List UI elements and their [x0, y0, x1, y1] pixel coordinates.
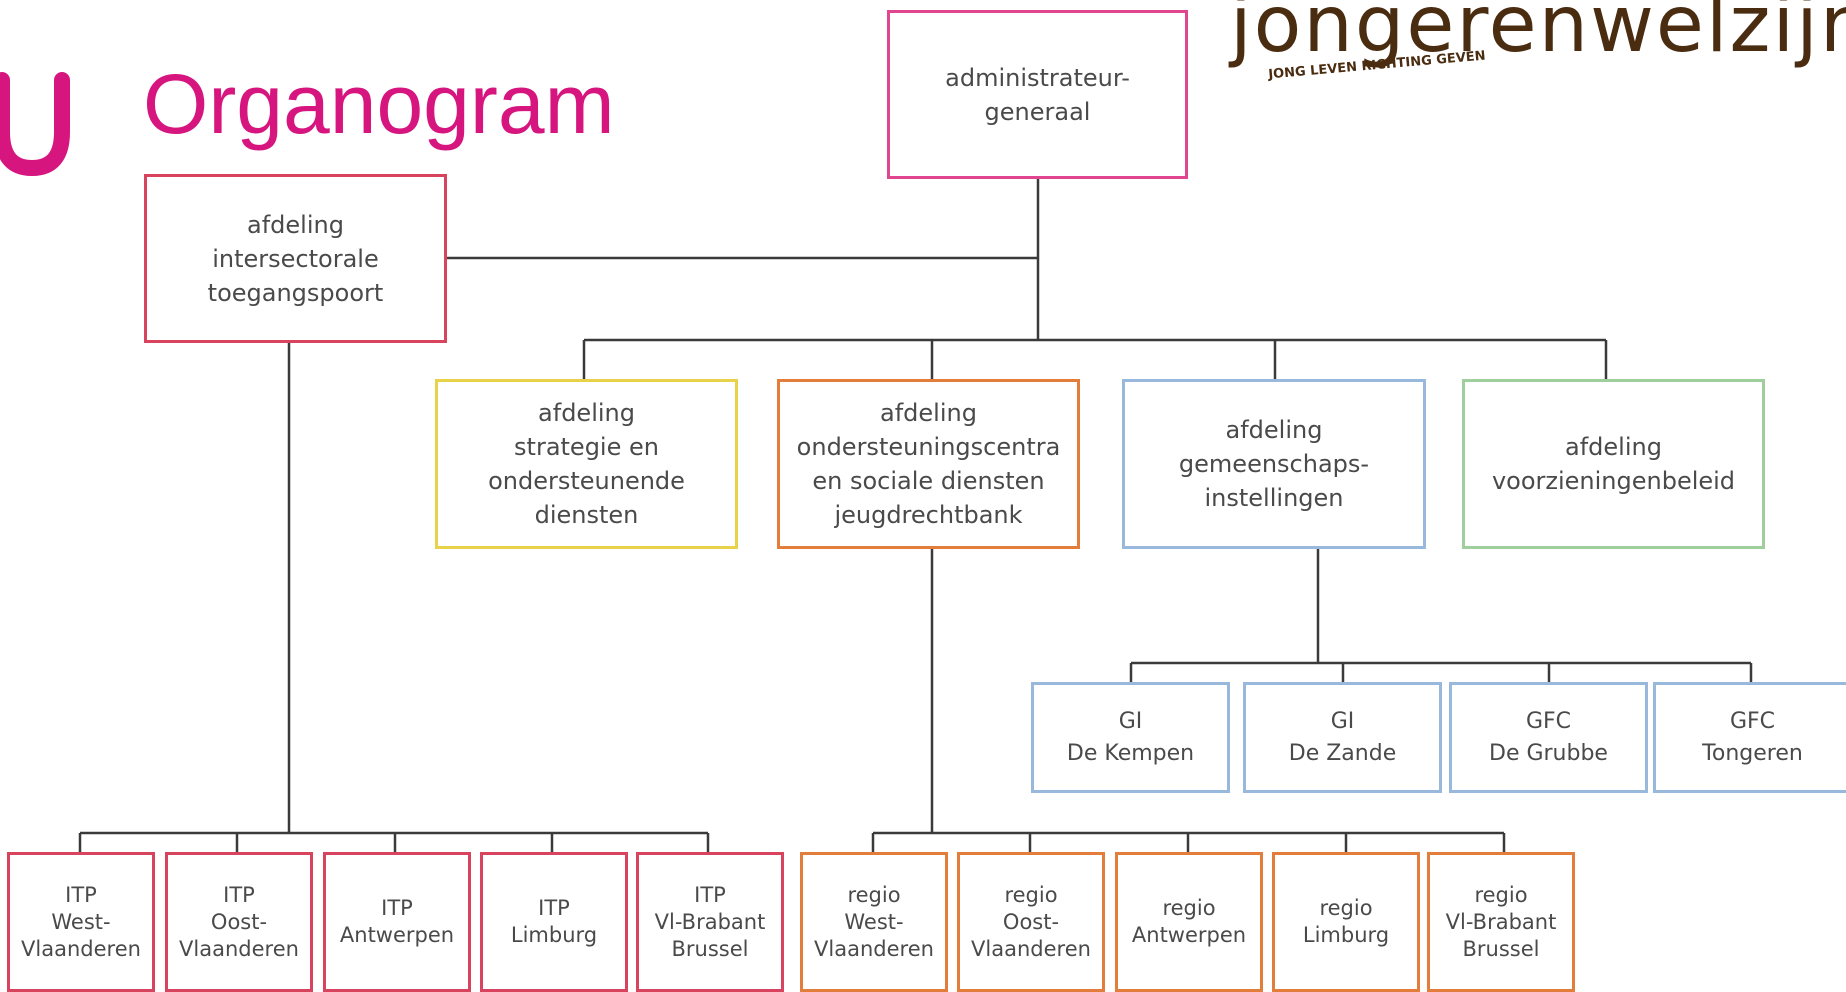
- box-afdeling-ondersteuningscentra: afdeling ondersteuningscentra en sociale…: [777, 379, 1080, 549]
- box-gfc-tongeren: GFC Tongeren: [1653, 682, 1846, 793]
- box-afdeling-gemeenschapsinstellingen: afdeling gemeenschaps- instellingen: [1122, 379, 1426, 549]
- box-afdeling-intersectorale-toegangspoort: afdeling intersectorale toegangspoort: [144, 174, 447, 343]
- box-administrateur-generaal: administrateur- generaal: [887, 10, 1188, 179]
- box-regio-vl-brabant-brussel: regio Vl-Brabant Brussel: [1427, 852, 1575, 992]
- box-itp-west-vlaanderen: ITP West- Vlaanderen: [7, 852, 155, 992]
- box-gi-de-kempen: GI De Kempen: [1031, 682, 1230, 793]
- box-itp-oost-vlaanderen: ITP Oost- Vlaanderen: [165, 852, 313, 992]
- box-regio-antwerpen: regio Antwerpen: [1115, 852, 1263, 992]
- u-logo-icon: [0, 72, 70, 177]
- box-afdeling-strategie: afdeling strategie en ondersteunende die…: [435, 379, 738, 549]
- box-afdeling-voorzieningenbeleid: afdeling voorzieningenbeleid: [1462, 379, 1765, 549]
- brand-wordmark: jongerenwelzijn: [1230, 0, 1846, 70]
- box-itp-vl-brabant-brussel: ITP Vl-Brabant Brussel: [636, 852, 784, 992]
- box-regio-oost-vlaanderen: regio Oost- Vlaanderen: [957, 852, 1105, 992]
- box-regio-west-vlaanderen: regio West- Vlaanderen: [800, 852, 948, 992]
- box-gfc-de-grubbe: GFC De Grubbe: [1449, 682, 1648, 793]
- box-gi-de-zande: GI De Zande: [1243, 682, 1442, 793]
- brand-logo: jongerenwelzijn JONG LEVEN RICHTING GEVE…: [1230, 0, 1846, 100]
- box-itp-limburg: ITP Limburg: [480, 852, 628, 992]
- box-regio-limburg: regio Limburg: [1272, 852, 1420, 992]
- box-itp-antwerpen: ITP Antwerpen: [323, 852, 471, 992]
- page-title: Organogram: [143, 57, 615, 151]
